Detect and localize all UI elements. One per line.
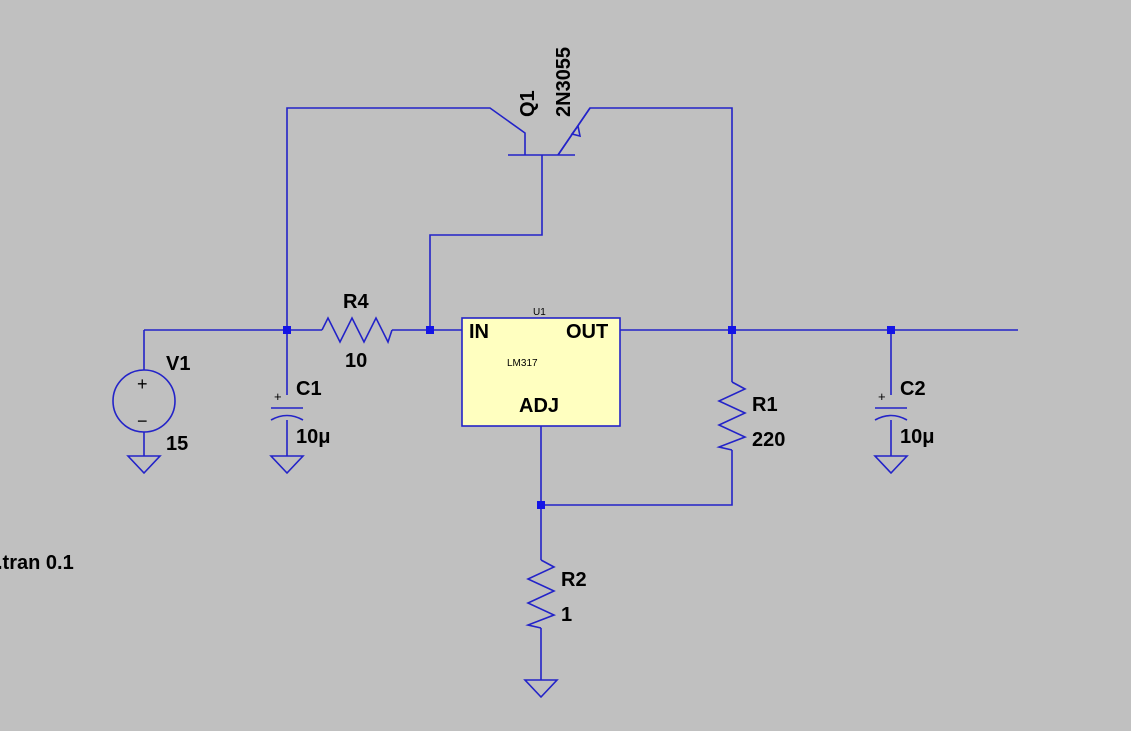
r4-zigzag — [321, 316, 393, 345]
u1-pin-in: IN — [469, 321, 489, 343]
u1-pin-adj: ADJ — [519, 395, 559, 417]
junctions — [283, 326, 895, 509]
grounds — [126, 455, 909, 699]
spice-directive[interactable]: .tran 0.1 — [0, 552, 74, 574]
junction-dot[interactable] — [283, 326, 291, 334]
r1-zigzag — [716, 381, 748, 451]
r4-ref: R4 — [343, 291, 369, 313]
r2-ref: R2 — [561, 569, 587, 591]
u1-body — [461, 317, 621, 427]
capacitor-c2[interactable]: + C2 10μ — [874, 378, 934, 448]
r1-ref: R1 — [752, 394, 778, 416]
c1-value: 10μ — [296, 426, 330, 448]
q1-emitter-arrow — [570, 124, 582, 138]
ground-icon[interactable] — [873, 455, 909, 475]
q1-part: 2N3055 — [553, 47, 575, 117]
resistor-r2[interactable]: R2 1 — [525, 559, 587, 629]
resistor-r1[interactable]: R1 220 — [716, 381, 785, 451]
junction-dot[interactable] — [728, 326, 736, 334]
wire-base[interactable] — [429, 155, 543, 330]
capacitor-c1[interactable]: + C1 10μ — [270, 378, 330, 448]
u1-ref: U1 — [533, 307, 546, 318]
r4-value: 10 — [345, 350, 367, 372]
ground-icon[interactable] — [126, 455, 162, 475]
c1-bottom-plate — [270, 414, 304, 421]
regulator-u1[interactable]: U1 LM317 IN OUT ADJ — [461, 307, 621, 427]
q1-ref: Q1 — [517, 90, 539, 117]
c2-polarity: + — [878, 389, 886, 404]
c2-ref: C2 — [900, 378, 926, 400]
r2-zigzag — [525, 559, 557, 629]
ground-icon[interactable] — [523, 679, 559, 699]
wire-collector[interactable] — [286, 107, 526, 330]
transistor-q1[interactable]: Q1 2N3055 — [508, 47, 591, 156]
c1-polarity: + — [274, 389, 282, 404]
v1-value: 15 — [166, 433, 188, 455]
v1-plus: + — [137, 374, 148, 394]
c2-bottom-plate — [874, 414, 908, 421]
v1-minus: − — [137, 411, 148, 431]
wires — [143, 107, 1018, 680]
r2-value: 1 — [561, 604, 572, 626]
v1-circle — [112, 369, 176, 433]
junction-dot[interactable] — [537, 501, 545, 509]
voltage-source-v1[interactable]: + − V1 15 — [112, 353, 190, 455]
junction-dot[interactable] — [887, 326, 895, 334]
r1-value: 220 — [752, 429, 785, 451]
c1-ref: C1 — [296, 378, 322, 400]
wire-r1-bottom[interactable] — [541, 450, 733, 506]
resistor-r4[interactable]: R4 10 — [321, 291, 393, 372]
v1-ref: V1 — [166, 353, 190, 375]
u1-pin-out: OUT — [566, 321, 608, 343]
c2-value: 10μ — [900, 426, 934, 448]
junction-dot[interactable] — [426, 326, 434, 334]
u1-part: LM317 — [507, 358, 538, 369]
ground-icon[interactable] — [269, 455, 305, 475]
